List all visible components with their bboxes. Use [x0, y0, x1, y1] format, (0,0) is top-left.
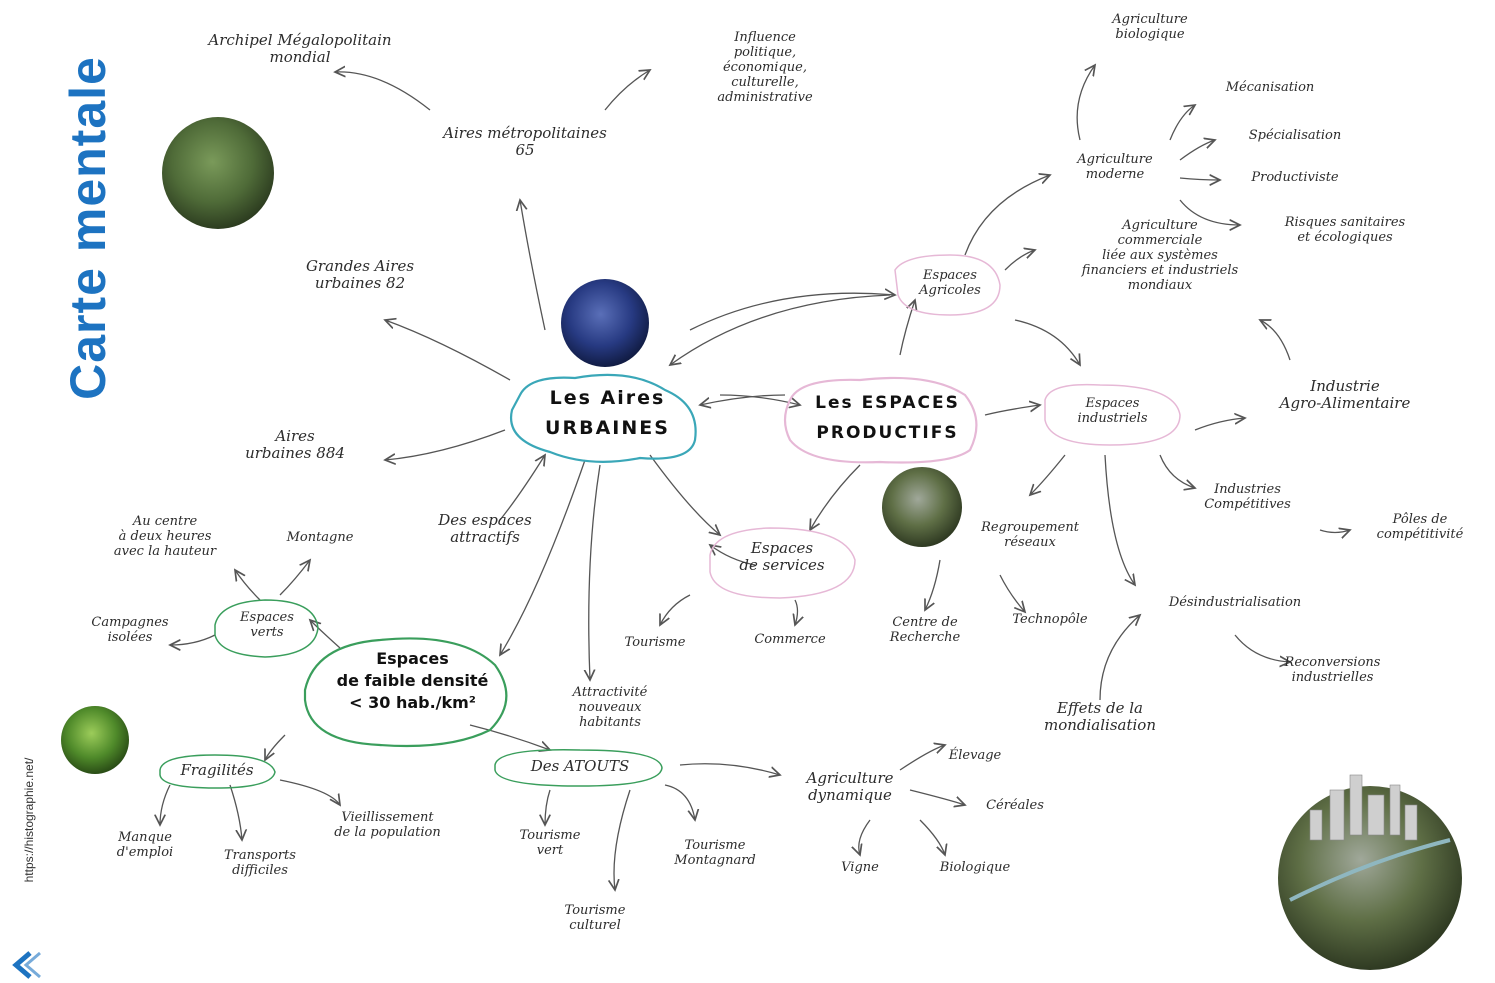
node-espaces-industriels: Espaces industriels	[1077, 396, 1148, 426]
planet-image-countryside	[162, 117, 274, 229]
planet-image-industrial	[882, 467, 962, 547]
node-biologique: Biologique	[939, 860, 1011, 875]
node-aires-urbaines-884: Aires urbaines 884	[245, 427, 345, 462]
planet-image-forest	[61, 706, 129, 774]
node-espaces-agricoles: Espaces Agricoles	[919, 268, 981, 298]
node-fragilites: Fragilités	[180, 761, 254, 779]
node-desindustrialisation: Désindustrialisation	[1168, 595, 1302, 610]
node-grandes-aires: Grandes Aires urbaines 82	[305, 257, 415, 292]
node-vigne: Vigne	[841, 860, 879, 875]
node-productiviste: Productiviste	[1251, 170, 1339, 185]
node-tourisme-services: Tourisme	[624, 635, 686, 650]
node-agri-bio: Agriculture biologique	[1112, 12, 1188, 42]
node-centre-recherche: Centre de Recherche	[889, 615, 961, 645]
node-campagnes: Campagnes isolées	[91, 615, 169, 645]
node-risques: Risques sanitaires et écologiques	[1284, 215, 1406, 245]
node-espaces-productifs: Les ESPACES PRODUCTIFS	[815, 393, 960, 443]
node-manque-emploi: Manque d'emploi	[116, 830, 174, 860]
node-montagne: Montagne	[286, 530, 354, 545]
node-reconversions: Reconversions industrielles	[1284, 655, 1381, 685]
node-attractivite: Attractivité nouveaux habitants	[572, 685, 648, 730]
node-agri-dynamique: Agriculture dynamique	[806, 769, 894, 804]
planet-image-city-night	[561, 279, 649, 367]
node-regroupement: Regroupement réseaux	[981, 520, 1079, 550]
node-cereales: Céréales	[986, 798, 1044, 813]
node-commerce: Commerce	[754, 632, 826, 647]
node-specialisation: Spécialisation	[1248, 128, 1342, 143]
low-density-bubble	[303, 637, 508, 748]
node-agri-moderne: Agriculture moderne	[1077, 152, 1153, 182]
node-technopole: Technopôle	[1012, 612, 1088, 627]
node-agri-commerciale: Agriculture commerciale liée aux système…	[1081, 218, 1239, 293]
k-logo-icon	[12, 951, 41, 979]
node-au-centre: Au centre à deux heures avec la hauteur	[113, 514, 217, 559]
node-effets: Effets de la mondialisation	[1043, 699, 1156, 734]
node-aires-metropolitaines: Aires métropolitaines 65	[443, 124, 607, 159]
node-aires-urbaines: Les Aires URBAINES	[545, 387, 670, 439]
node-tourisme-montagnard: Tourisme Montagnard	[674, 838, 756, 868]
node-archipel: Archipel Mégalopolitain mondial	[208, 31, 392, 66]
node-vieillissement: Vieillissement de la population	[334, 810, 441, 840]
node-industrie-agro: Industrie Agro-Alimentaire	[1279, 377, 1411, 412]
node-tourisme-vert: Tourisme vert	[519, 828, 581, 858]
node-industries-competitives: Industries Compétitives	[1204, 482, 1291, 512]
productive-bubble	[783, 376, 978, 464]
urban-bubble	[509, 373, 697, 463]
node-espaces-verts: Espaces verts	[240, 610, 294, 640]
node-espaces-attractifs: Des espaces attractifs	[438, 511, 532, 546]
node-atouts: Des ATOUTS	[530, 757, 630, 775]
node-poles: Pôles de compétitivité	[1376, 512, 1464, 542]
node-faible-densite: Espaces de faible densité < 30 hab./km²	[336, 649, 489, 712]
node-tourisme-culturel: Tourisme culturel	[564, 903, 626, 933]
node-influence: Influence politique, économique, culture…	[717, 30, 813, 105]
node-espaces-services: Espaces de services	[739, 539, 825, 574]
node-elevage: Élevage	[948, 748, 1002, 763]
node-transports: Transports difficiles	[224, 848, 296, 878]
node-mecanisation: Mécanisation	[1225, 80, 1315, 95]
